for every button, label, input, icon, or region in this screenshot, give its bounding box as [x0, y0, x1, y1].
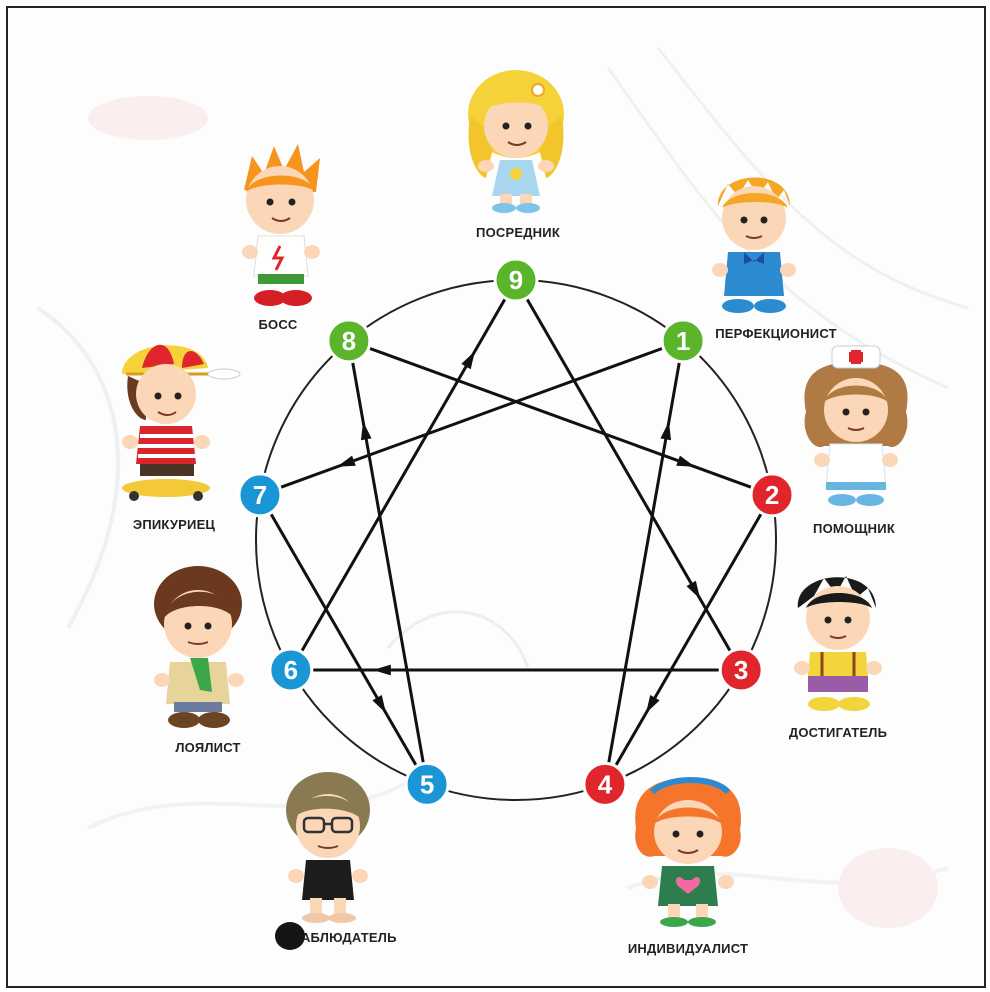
arrowhead-4-to-1 [660, 421, 672, 441]
helper-character-illustration [804, 345, 908, 506]
node-number-3: 3 [734, 655, 748, 685]
node-7: 7 [237, 472, 283, 518]
observer-label: НАБЛЮДАТЕЛЬ [291, 930, 397, 945]
achiever-label: ДОСТИГАТЕЛЬ [788, 725, 888, 740]
node-circle-4 [582, 761, 628, 807]
epicurean-character-illustration [122, 344, 241, 501]
smudge-spot [275, 922, 305, 950]
enneagram-diagram: 1 2 3 4 5 6 7 8 9 [237, 257, 795, 807]
node-number-5: 5 [420, 769, 434, 799]
node-circle-3 [718, 647, 764, 693]
enneagram-circle [255, 279, 777, 801]
arrowhead-7-to-5 [372, 695, 387, 714]
node-number-8: 8 [342, 326, 356, 356]
node-number-4: 4 [598, 769, 613, 799]
node-number-1: 1 [676, 326, 690, 356]
diagram-frame: 1 2 3 4 5 6 7 8 9 ПОСРЕДНИК [6, 6, 986, 988]
arrowhead-3-to-6 [372, 664, 391, 676]
individualist-label: ИНДИВИДУАЛИСТ [627, 941, 749, 956]
node-number-7: 7 [253, 480, 267, 510]
arrow-7-to-5 [269, 512, 418, 767]
node-3: 3 [718, 647, 764, 693]
node-number-9: 9 [509, 265, 523, 295]
helper-label: ПОМОЩНИК [813, 521, 895, 536]
achiever-character-illustration [794, 576, 882, 711]
node-circle-1 [660, 318, 706, 364]
node-number-6: 6 [284, 655, 298, 685]
node-circle-5 [404, 761, 450, 807]
boss-label: БОСС [258, 317, 298, 332]
loyalist-label: ЛОЯЛИСТ [175, 740, 241, 755]
node-circle-6 [268, 647, 314, 693]
background-decoration [36, 47, 969, 928]
arrow-2-to-4 [614, 512, 763, 767]
epicurean-label: ЭПИКУРИЕЦ [132, 517, 216, 532]
boss-character-illustration [242, 144, 320, 306]
node-circle-2 [749, 472, 795, 518]
mediator-character-illustration [468, 70, 564, 213]
node-2: 2 [749, 472, 795, 518]
node-number-2: 2 [765, 480, 779, 510]
observer-character-illustration [286, 772, 370, 923]
arrowhead-5-to-8 [360, 421, 372, 441]
node-9: 9 [493, 257, 539, 303]
node-circle-7 [237, 472, 283, 518]
arrowhead-8-to-2 [676, 455, 695, 467]
individualist-character-illustration [635, 777, 741, 927]
node-8: 8 [326, 318, 372, 364]
node-circle-8 [326, 318, 372, 364]
arrowhead-1-to-7 [337, 455, 356, 467]
node-5: 5 [404, 761, 450, 807]
arrowhead-2-to-4 [645, 695, 660, 714]
node-1: 1 [660, 318, 706, 364]
arrowhead-9-to-3 [686, 580, 701, 599]
perfectionist-character-illustration [712, 177, 796, 313]
node-6: 6 [268, 647, 314, 693]
loyalist-character-illustration [154, 566, 244, 728]
mediator-label: ПОСРЕДНИК [476, 225, 560, 240]
node-4: 4 [582, 761, 628, 807]
node-circle-9 [493, 257, 539, 303]
perfectionist-label: ПЕРФЕКЦИОНИСТ [715, 326, 837, 341]
arrowhead-6-to-9 [461, 351, 475, 370]
